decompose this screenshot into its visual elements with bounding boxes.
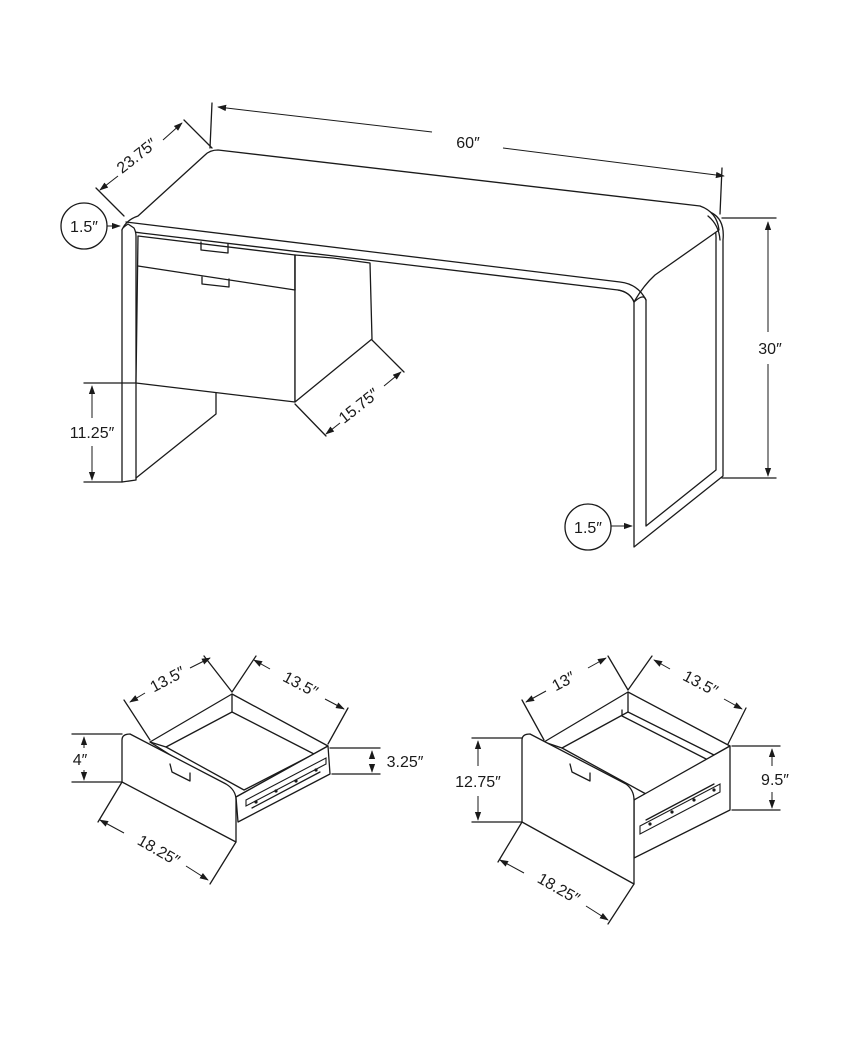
desk-top-front-edge — [125, 221, 647, 301]
small-drawer-drawing — [121, 693, 331, 843]
file-drawer-drawing — [521, 691, 731, 885]
thickness-callout-right — [564, 503, 612, 551]
desk-top-surface — [121, 149, 720, 303]
panel-thickness-right-label: 1.5″ — [574, 520, 602, 537]
small-drawer-front-height-label: 4″ — [73, 752, 88, 769]
file-drawer-front — [521, 733, 635, 885]
desk-depth-label: 23.75″ — [114, 135, 161, 177]
file-drawer-inner-depth-label: 13.5″ — [680, 668, 721, 700]
desk-height-label: 30″ — [758, 341, 782, 358]
drawer-handle-file — [201, 276, 230, 288]
small-drawer-side-height-label: 3.25″ — [387, 754, 424, 771]
floor-clearance-label: 11.25″ — [70, 425, 115, 442]
desk-left-leg — [121, 223, 137, 483]
cabinet-depth-label: 15.75″ — [336, 385, 383, 427]
file-drawer-front-height-label: 12.75″ — [455, 774, 501, 791]
panel-thickness-left-label: 1.5″ — [70, 219, 98, 236]
small-drawer-front-width-label: 18.25″ — [134, 832, 182, 870]
file-drawer-rail — [639, 783, 721, 835]
file-drawer-side-height-label: 9.5″ — [761, 772, 789, 789]
small-drawer-front — [121, 733, 237, 843]
desk-width-label: 60″ — [456, 135, 480, 152]
cabinet-front — [135, 235, 296, 403]
small-drawer-handle — [169, 763, 191, 782]
file-drawer-inner-width-label: 13″ — [550, 669, 579, 695]
small-drawer-inner-width-label: 13.5″ — [148, 664, 189, 696]
cabinet-side — [294, 254, 373, 403]
small-drawer-inner-depth-label: 13.5″ — [280, 669, 321, 701]
file-drawer-front-width-label: 18.25″ — [534, 870, 582, 908]
small-drawer-rail — [245, 757, 327, 807]
drawer-handle-top — [200, 241, 229, 254]
desk-drawing — [121, 149, 724, 548]
file-drawer-handle — [569, 763, 591, 782]
